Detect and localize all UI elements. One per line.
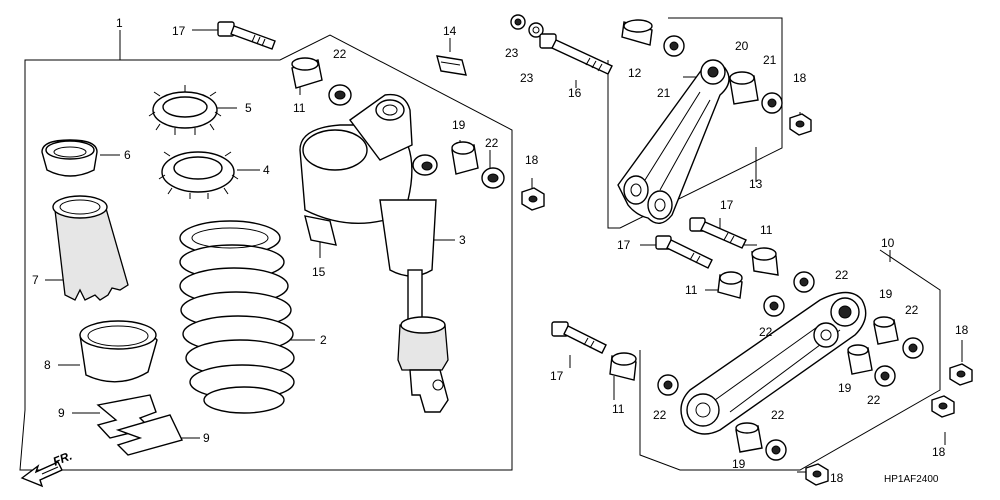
lock-nut-5 <box>148 85 222 135</box>
callout-17-mid-lower: 17 <box>617 238 631 252</box>
callout-7: 7 <box>32 273 39 287</box>
callout-8: 8 <box>44 358 51 372</box>
callout-23-b: 23 <box>520 71 534 85</box>
rod-group-frame <box>607 17 783 229</box>
nut-18-rod <box>789 113 812 136</box>
callout-22-arm-mid: 22 <box>867 393 881 407</box>
bearing-19-arm-bottom <box>735 422 763 453</box>
callout-19-arm-mid: 19 <box>838 381 852 395</box>
callout-22-arm-top: 22 <box>835 268 849 282</box>
shock-group-frame <box>19 34 513 471</box>
callout-5: 5 <box>245 101 252 115</box>
dust-seal-22-arm-top <box>793 271 815 293</box>
callout-21-right: 21 <box>763 53 777 67</box>
callout-18-rod: 18 <box>793 71 807 85</box>
callout-18-arm-bottom-right: 18 <box>932 445 946 459</box>
bearing-19-arm-right <box>873 316 899 345</box>
dust-seal-21-left <box>663 35 685 57</box>
callout-19-arm-right: 19 <box>879 287 893 301</box>
callout-23-a: 23 <box>505 46 519 60</box>
collar-11-mid-upper <box>751 247 779 276</box>
callout-19-shock: 19 <box>452 118 466 132</box>
callout-13: 13 <box>749 177 763 191</box>
callout-19-arm-bottom: 19 <box>732 457 746 471</box>
bolt-17-top <box>217 21 276 50</box>
front-marker-text: FR. <box>51 449 74 469</box>
dust-seal-22-shock-upper <box>328 84 352 106</box>
dust-seal-22-arm-left <box>763 295 785 317</box>
callout-2: 2 <box>320 333 327 347</box>
dust-seal-22-arm-bottom-left <box>657 374 679 396</box>
stopper-plate-9-lower <box>115 414 183 456</box>
dust-seal-21-right <box>761 92 783 114</box>
washer-23-b <box>528 22 544 38</box>
bolt-17-mid-upper <box>689 217 747 249</box>
caution-label-14 <box>436 55 467 76</box>
callout-9-upper: 9 <box>58 406 65 420</box>
bearing-19-arm-mid <box>847 344 873 375</box>
nut-18-shock <box>521 187 545 211</box>
collar-11-shock <box>291 57 323 89</box>
callout-10: 10 <box>881 236 895 250</box>
callout-21-left: 21 <box>657 86 671 100</box>
callout-22-arm-right: 22 <box>905 303 919 317</box>
front-direction-arrow-icon <box>20 461 63 488</box>
caution-label-15 <box>304 215 337 246</box>
callout-22-arm-bottom-left: 22 <box>653 408 667 422</box>
callout-4: 4 <box>263 163 270 177</box>
callout-11-lower: 11 <box>612 402 625 416</box>
callout-15: 15 <box>312 265 326 279</box>
callout-22-shock-top: 22 <box>333 47 347 61</box>
bolt-16 <box>539 33 613 75</box>
drawing-code: HP1AF2400 <box>884 474 939 485</box>
stopper-6 <box>41 139 98 177</box>
callout-18-arm-right: 18 <box>955 323 969 337</box>
callout-22-arm-bottom: 22 <box>771 408 785 422</box>
callout-3: 3 <box>459 233 466 247</box>
shock-absorber-3 <box>299 93 449 413</box>
collar-12 <box>621 19 653 46</box>
callout-6: 6 <box>124 148 131 162</box>
boot-7 <box>52 195 129 301</box>
bolt-17-mid-lower <box>655 235 713 269</box>
collar-11-lower <box>609 352 637 381</box>
nut-18-arm-bottom-right <box>931 395 955 418</box>
callout-11-mid-lower: 11 <box>685 283 698 297</box>
nut-18-arm-right <box>949 363 973 386</box>
spring-2 <box>179 220 295 414</box>
callout-18-arm-bottom: 18 <box>830 471 844 485</box>
callout-22-shock-right: 22 <box>485 136 499 150</box>
callout-11-mid-upper: 11 <box>760 223 773 237</box>
callout-14: 14 <box>443 24 457 38</box>
nut-18-arm-bottom <box>805 463 829 486</box>
callout-1: 1 <box>116 16 123 30</box>
stopper-ring-8 <box>79 320 158 383</box>
callout-17-lower: 17 <box>550 369 564 383</box>
arm-group-frame <box>639 249 941 471</box>
callout-20: 20 <box>735 39 749 53</box>
dust-seal-22-arm-bottom <box>765 439 787 461</box>
callout-22-arm-left: 22 <box>759 325 773 339</box>
connecting-rod-13 <box>617 59 730 224</box>
bearing-19-shock <box>451 141 479 175</box>
cushion-arm-10 <box>680 291 867 435</box>
callout-16: 16 <box>568 86 582 100</box>
adjuster-nut-4 <box>158 151 239 199</box>
callout-9-lower: 9 <box>203 431 210 445</box>
callout-17-mid-upper: 17 <box>720 198 734 212</box>
dust-seal-22-arm-mid <box>874 365 896 387</box>
callout-11-shock: 11 <box>293 101 306 115</box>
callout-17-top: 17 <box>172 24 186 38</box>
bolt-17-lower <box>551 321 607 354</box>
washer-23-a <box>510 14 526 30</box>
callout-12: 12 <box>628 66 642 80</box>
bearing-20 <box>729 71 759 105</box>
callout-18-shock: 18 <box>525 153 539 167</box>
collar-11-mid-lower <box>717 271 743 299</box>
dust-seal-22-arm-right <box>902 337 924 359</box>
dust-seal-22-shock-right <box>481 167 505 189</box>
callout-labels: 1 17 22 11 14 5 6 4 19 22 18 3 15 7 2 8 … <box>32 16 969 485</box>
